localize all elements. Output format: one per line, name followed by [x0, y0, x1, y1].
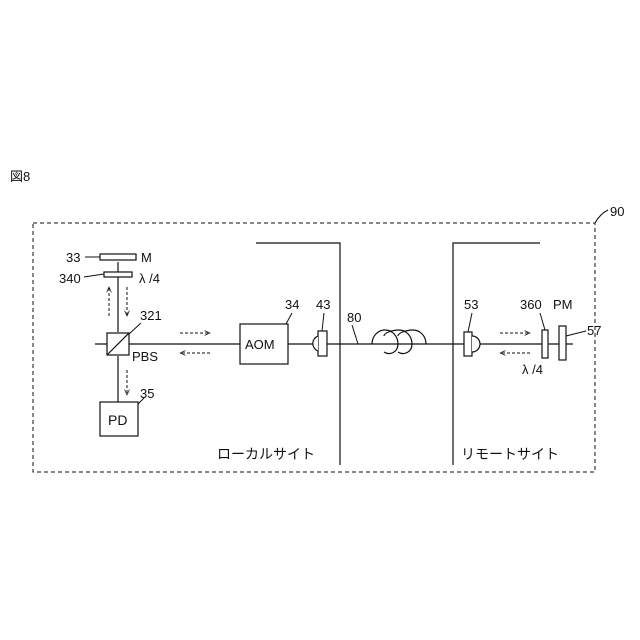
qwp-remote	[542, 330, 548, 358]
enclosure-number: 90	[610, 204, 624, 219]
qwp-remote-number: 360	[520, 297, 542, 312]
qwp-remote-label: λ /4	[522, 362, 543, 377]
collimator-remote-number: 53	[464, 297, 478, 312]
local-site-label: ローカルサイト	[217, 446, 315, 462]
fiber-number: 80	[347, 310, 361, 325]
partial-mirror	[559, 326, 566, 360]
qwp-local-number: 340	[59, 271, 81, 286]
aom-number: 34	[285, 297, 299, 312]
figure-label: 図8	[10, 169, 30, 184]
collimator-local-number: 43	[316, 297, 330, 312]
mirror-number: 33	[66, 250, 80, 265]
collimator-local-lens	[313, 336, 318, 351]
qwp-local	[104, 272, 132, 277]
aom-leader	[286, 313, 292, 324]
collimator-remote	[464, 332, 472, 356]
qwp-local-label: λ /4	[139, 271, 160, 286]
pbs-leader	[129, 323, 141, 334]
mirror	[100, 254, 136, 260]
qwp-local-leader	[84, 274, 104, 277]
photodetector-number: 35	[140, 386, 154, 401]
fiber-coil	[372, 330, 426, 354]
remote-site-label: リモートサイト	[461, 446, 559, 462]
fiber-leader	[352, 325, 358, 344]
collimator-remote-leader	[468, 313, 472, 332]
qwp-remote-leader	[540, 313, 545, 330]
partial-mirror-number: 57	[587, 323, 601, 338]
pbs-number: 321	[140, 308, 162, 323]
photodetector-label: PD	[108, 412, 127, 428]
enclosure-leader	[595, 210, 608, 223]
collimator-local	[318, 331, 327, 356]
collimator-remote-lens	[472, 336, 480, 352]
mirror-label: M	[141, 250, 152, 265]
partial-mirror-leader	[566, 331, 586, 336]
aom-label: AOM	[245, 337, 275, 352]
pbs-label: PBS	[132, 349, 158, 364]
partial-mirror-label: PM	[553, 297, 573, 312]
collimator-local-leader	[322, 313, 324, 331]
